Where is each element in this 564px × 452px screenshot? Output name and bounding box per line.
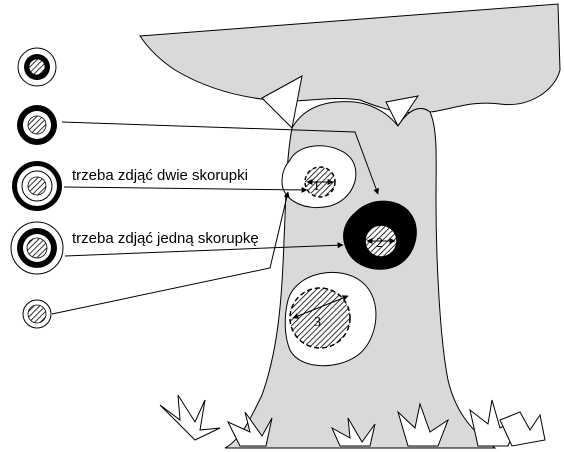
tree-canopy (140, 4, 560, 113)
ring-1 (18, 48, 56, 86)
hole-2-number: 2 (376, 236, 383, 251)
hole-1-number: 1 (313, 179, 320, 194)
tree-trunk (225, 102, 495, 448)
hole-3-number: 3 (314, 315, 321, 330)
ring-3 (12, 161, 62, 211)
connector-ring3-hole1 (64, 187, 307, 190)
connector-ring5-hole1 (52, 192, 288, 314)
ring-2 (17, 105, 57, 145)
ring-5 (23, 300, 51, 328)
ring-4 (11, 222, 63, 274)
label-two-shells: trzeba zdjąć dwie skorupki (72, 167, 248, 184)
label-one-shell: trzeba zdjąć jedną skorupkę (72, 230, 259, 247)
